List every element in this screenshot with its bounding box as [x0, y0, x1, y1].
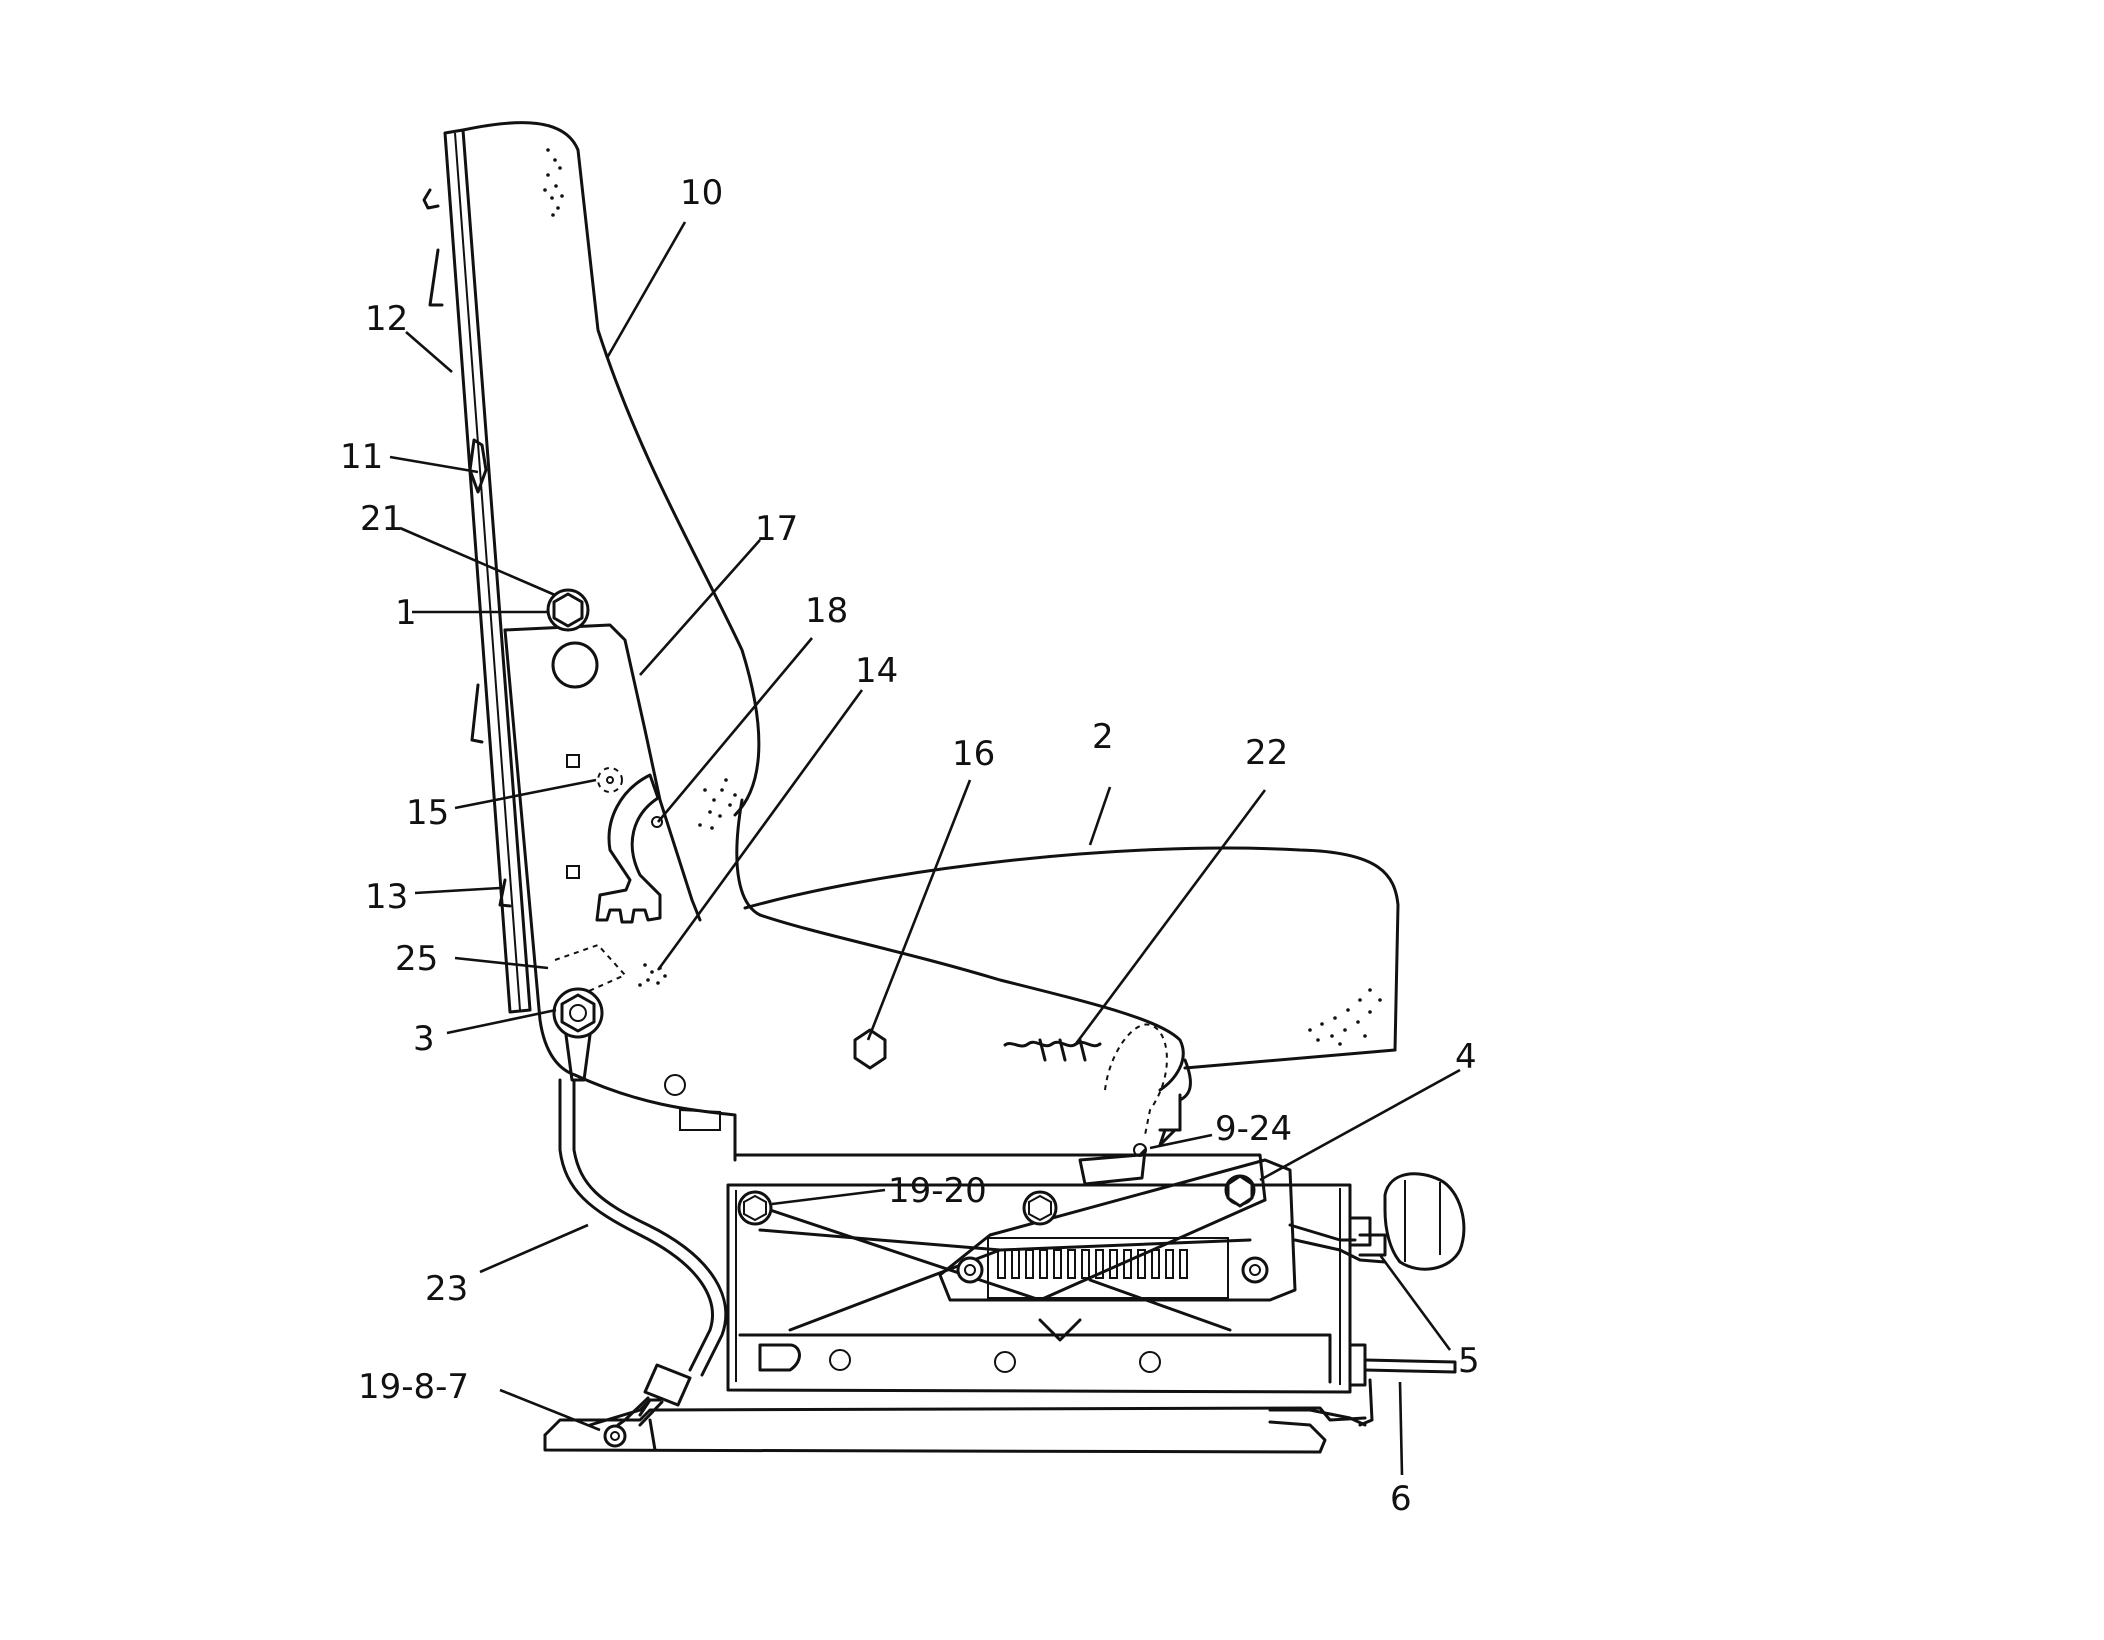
callout-6: 6: [1390, 1479, 1412, 1519]
callout-14: 14: [855, 651, 898, 691]
rack-teeth: [997, 1249, 1188, 1279]
cable-23: [558, 1078, 728, 1427]
suspension-base: [726, 1153, 1387, 1394]
callout-1: 1: [395, 593, 417, 633]
callout-19-20: 19-20: [888, 1171, 987, 1211]
pin-18: [651, 816, 663, 828]
callout-11: 11: [340, 437, 383, 477]
callout-9-24: 9-24: [1215, 1109, 1292, 1149]
callout-3: 3: [413, 1019, 435, 1059]
callout-4: 4: [1455, 1037, 1477, 1077]
backrest-cushion: [461, 121, 762, 917]
backrest-shading-top: [543, 148, 564, 217]
callout-10: 10: [680, 173, 723, 213]
backrest-rear-panel: [422, 128, 532, 1014]
callout-12: 12: [365, 299, 408, 339]
adjust-knob-5: [1348, 1172, 1466, 1271]
callout-16: 16: [952, 734, 995, 774]
recline-lever: [595, 773, 662, 924]
floor-rail: [543, 1398, 1367, 1454]
callout-5: 5: [1458, 1341, 1480, 1381]
backrest-shading-bottom: [698, 778, 737, 830]
seat-shading: [1308, 988, 1382, 1046]
backrest-clip-11: [468, 438, 488, 494]
callout-2: 2: [1092, 717, 1114, 757]
callout-25: 25: [395, 939, 438, 979]
callout-18: 18: [805, 591, 848, 631]
callout-17: 17: [755, 509, 798, 549]
callout-labels: 10 12 11 21 1 17 18 14 16 2 22 15 13 25 …: [340, 173, 1480, 1519]
callout-15: 15: [406, 793, 449, 833]
leader-lines: [389, 221, 1461, 1476]
slide-rack: [987, 1237, 1229, 1299]
callout-21: 21: [360, 499, 403, 539]
callout-13: 13: [365, 877, 408, 917]
spring-22: [1003, 1040, 1102, 1048]
stitch-14: [638, 963, 667, 987]
callout-22: 22: [1245, 733, 1288, 773]
seat-side-frame: [573, 1023, 1182, 1186]
release-lever-6: [1348, 1343, 1457, 1427]
seat-cushion: [743, 846, 1400, 1102]
seat-bolt-16: [853, 1028, 887, 1070]
anchor-nut-19-8-7: [603, 1424, 627, 1448]
callout-19-8-7: 19-8-7: [358, 1367, 469, 1407]
callout-23: 23: [425, 1269, 468, 1309]
recliner-side-plate: [503, 588, 702, 1082]
pivot-washer: [551, 641, 599, 689]
